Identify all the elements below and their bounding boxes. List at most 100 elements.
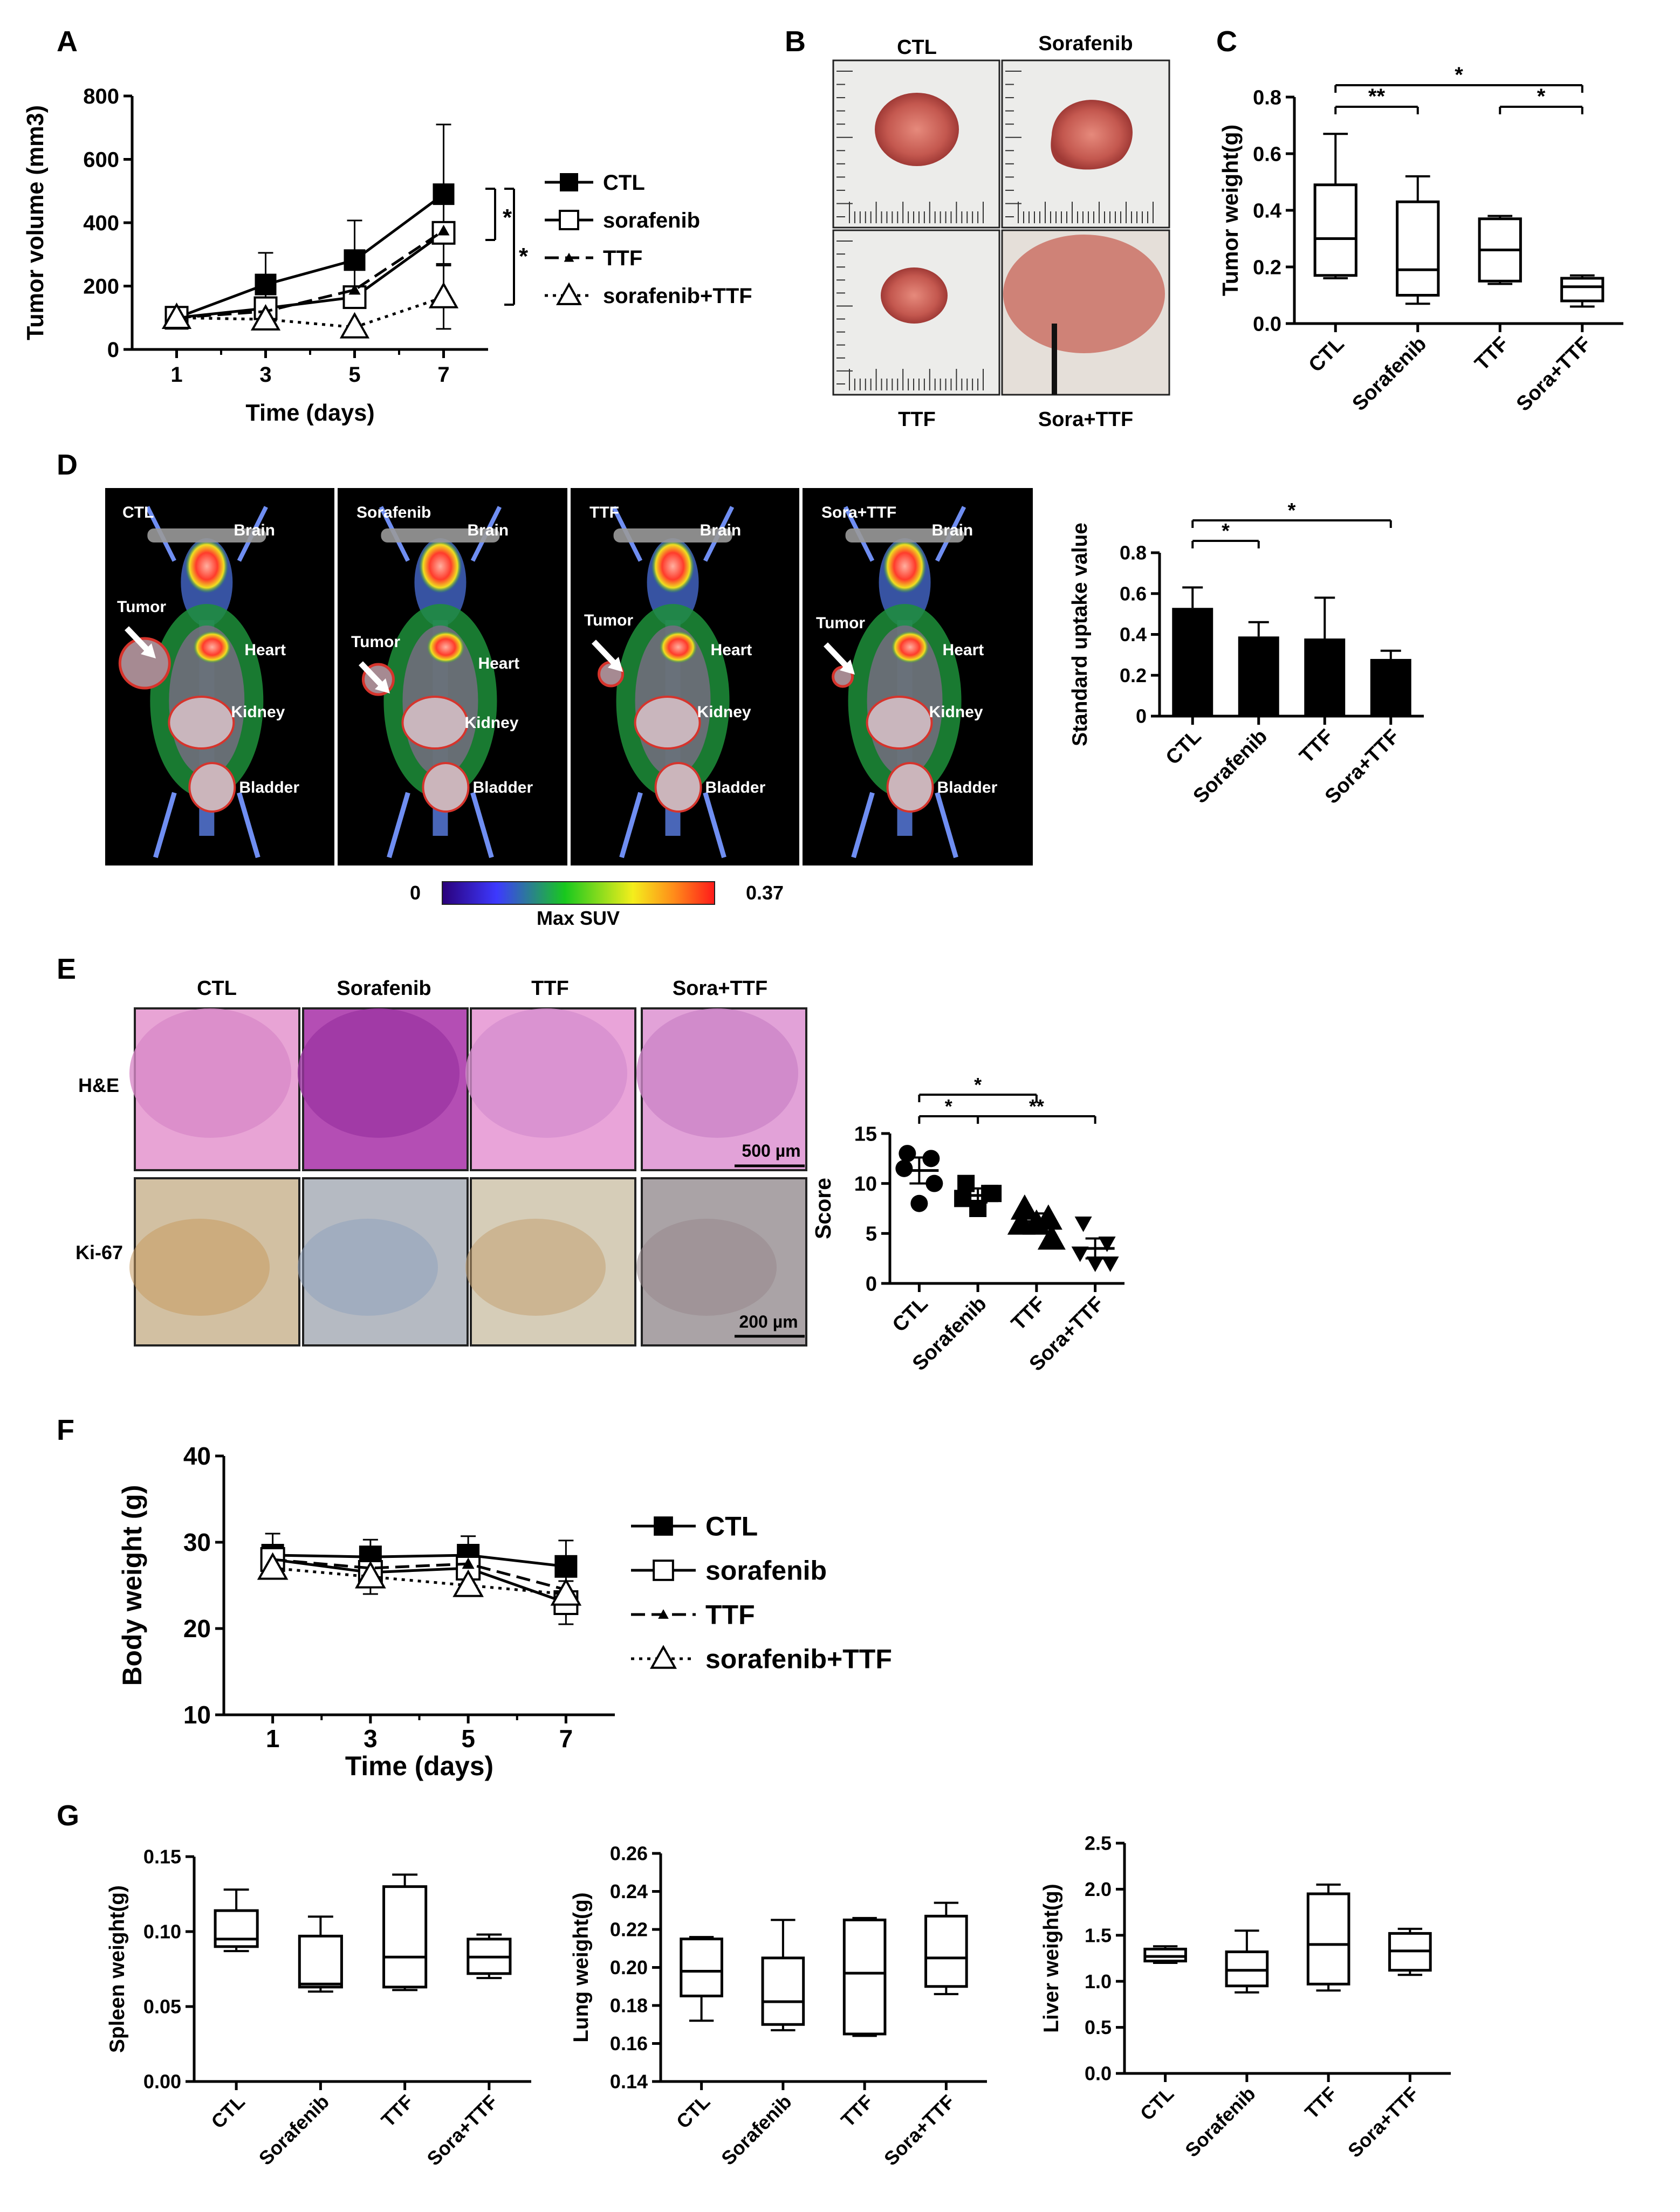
box bbox=[382, 1885, 428, 1989]
data-point bbox=[348, 284, 361, 295]
significance-label: * bbox=[1537, 85, 1546, 108]
box bbox=[1560, 277, 1604, 303]
pet-leg bbox=[935, 792, 958, 858]
pet-brain-signal bbox=[651, 539, 695, 593]
legend-marker bbox=[653, 1560, 674, 1581]
pet-leg bbox=[237, 792, 260, 858]
y-tick-label: 1.5 bbox=[1085, 1924, 1112, 1946]
y-tick-label: 400 bbox=[83, 211, 119, 235]
pet-leg bbox=[387, 792, 410, 858]
x-tick-label: Sorafenib bbox=[1181, 2083, 1259, 2161]
histology-row-he: H&E bbox=[78, 1074, 119, 1096]
box bbox=[214, 1909, 259, 1948]
data-point bbox=[910, 1194, 928, 1212]
data-point bbox=[452, 1569, 484, 1597]
x-axis-title: Time (days) bbox=[245, 400, 374, 426]
y-tick-label: 0.6 bbox=[1120, 582, 1147, 604]
legend-marker bbox=[654, 1516, 673, 1536]
x-tick-label: TTF bbox=[836, 2091, 877, 2132]
panel-label-g: G bbox=[57, 1799, 79, 1832]
data-point bbox=[1074, 1217, 1092, 1232]
y-axis-title: Lung weight(g) bbox=[570, 1892, 593, 2043]
histology-he-texture bbox=[298, 1008, 460, 1138]
bar bbox=[1370, 658, 1411, 716]
legend-marker bbox=[658, 1609, 669, 1619]
pet-label-kidney: Kidney bbox=[697, 703, 751, 721]
y-tick-label: 0 bbox=[866, 1273, 877, 1295]
legend-label: CTL bbox=[705, 1512, 758, 1542]
data-point bbox=[433, 183, 455, 205]
y-axis-title: Tumor volume (mm3) bbox=[23, 105, 49, 340]
y-tick-label: 0.24 bbox=[610, 1880, 648, 1902]
legend-marker bbox=[560, 173, 578, 191]
pet-label-tumor: Tumor bbox=[117, 598, 166, 616]
y-tick-label: 0.4 bbox=[1120, 623, 1147, 645]
pet-bar bbox=[845, 528, 964, 542]
pet-arrow bbox=[359, 661, 385, 688]
x-tick-label: CTL bbox=[207, 2091, 249, 2133]
series-line-0 bbox=[272, 1554, 566, 1568]
data-point bbox=[342, 285, 367, 310]
data-point bbox=[925, 1174, 943, 1192]
box bbox=[1396, 200, 1440, 297]
pet-arrow-head bbox=[375, 678, 390, 693]
y-tick-label: 30 bbox=[183, 1528, 211, 1556]
y-tick-label: 0.15 bbox=[143, 1846, 181, 1868]
panel-label-f: F bbox=[57, 1414, 74, 1446]
pet-bladder bbox=[188, 762, 236, 813]
pet-leg bbox=[470, 792, 494, 858]
data-point bbox=[554, 1555, 578, 1578]
y-tick-label: 1.0 bbox=[1085, 1970, 1112, 1993]
data-point bbox=[895, 1159, 913, 1177]
significance-label: ** bbox=[1368, 85, 1386, 108]
y-tick-label: 0.4 bbox=[1253, 200, 1281, 222]
y-axis-title: Liver weight(g) bbox=[1040, 1884, 1063, 2032]
pet-kidney bbox=[401, 696, 469, 750]
tumor-photo-grid: CTL Sorafenib TTF Sora+TTF bbox=[832, 32, 1170, 431]
pet-tumor bbox=[118, 637, 171, 690]
pet-leg bbox=[851, 792, 875, 858]
pet-label-brain: Brain bbox=[932, 521, 973, 539]
pet-label-heart: Heart bbox=[244, 641, 286, 659]
y-tick-label: 0 bbox=[1136, 705, 1147, 727]
box bbox=[842, 1918, 887, 2036]
box bbox=[298, 1934, 343, 1989]
pet-bar bbox=[147, 528, 266, 542]
photo-label-ttf: TTF bbox=[898, 408, 936, 431]
legend-label: sorafenib+TTF bbox=[603, 284, 752, 308]
panel-label-c: C bbox=[1216, 25, 1237, 58]
pet-bladder bbox=[422, 762, 470, 813]
pet-title: Sora+TTF bbox=[821, 504, 896, 521]
legend-label: TTF bbox=[705, 1600, 755, 1630]
pet-arrow bbox=[125, 626, 150, 653]
x-tick-label: TTF bbox=[1471, 333, 1513, 375]
pet-bladder bbox=[886, 762, 934, 813]
pet-leg bbox=[153, 792, 177, 858]
pet-label-kidney: Kidney bbox=[464, 714, 518, 732]
pet-heart-signal bbox=[659, 631, 697, 663]
pet-bar bbox=[613, 528, 732, 542]
x-tick-label: TTF bbox=[1007, 1293, 1050, 1335]
pet-arrow-head bbox=[141, 643, 156, 658]
bar bbox=[1304, 638, 1346, 716]
x-tick-label: 7 bbox=[437, 363, 449, 387]
photo-label-sorafenib: Sorafenib bbox=[1038, 32, 1133, 55]
series-line-3 bbox=[272, 1567, 566, 1596]
series-line-1 bbox=[272, 1558, 567, 1604]
legend-label: TTF bbox=[603, 246, 642, 270]
x-tick-label: TTF bbox=[1295, 725, 1338, 768]
legend-marker bbox=[649, 1645, 677, 1669]
photo-label-sora-ttf: Sora+TTF bbox=[1038, 408, 1133, 431]
histology-he-texture bbox=[465, 1008, 627, 1138]
histology-ki67-texture bbox=[129, 1219, 270, 1316]
data-point bbox=[355, 1561, 386, 1589]
box bbox=[680, 1938, 723, 1997]
